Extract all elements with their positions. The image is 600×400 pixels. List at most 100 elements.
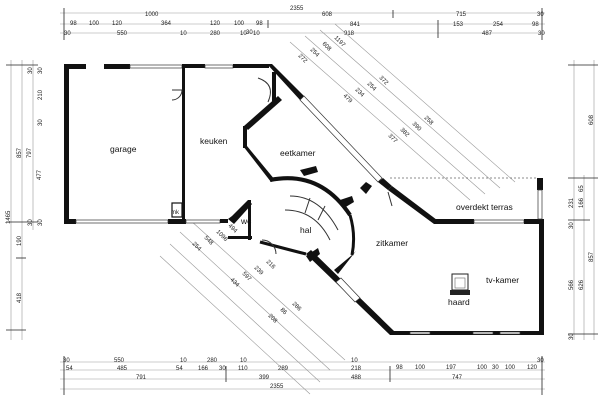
diagonal-dimension-label: 597 bbox=[241, 271, 253, 283]
diagonal-dimension-label: 286 bbox=[291, 301, 303, 313]
dim-left-477: 477 bbox=[37, 169, 43, 180]
dim-top-98c: 98 bbox=[532, 22, 539, 28]
dim-bot-30b: 30 bbox=[537, 358, 544, 364]
diagonal-dimension-label: 254 bbox=[309, 47, 321, 59]
dim-bot-485: 485 bbox=[117, 366, 128, 372]
left-dimensions: 30 30 210 30 857 797 477 1465 30 30 190 … bbox=[6, 60, 44, 340]
dim-top-550: 550 bbox=[117, 31, 128, 37]
dim-top-10c: 10 bbox=[253, 31, 260, 37]
dim-bot-550: 550 bbox=[114, 358, 125, 364]
dim-right-30: 30 bbox=[569, 222, 575, 229]
diagonal-dimension-label: 258 bbox=[423, 115, 435, 127]
dim-top-280: 280 bbox=[210, 31, 221, 37]
dim-top-98b: 98 bbox=[256, 21, 263, 27]
dim-bot-10b: 10 bbox=[240, 358, 247, 364]
dim-left-857: 857 bbox=[17, 147, 23, 158]
dim-right-626: 626 bbox=[579, 279, 585, 290]
walls bbox=[64, 64, 544, 335]
dim-bot-110: 110 bbox=[238, 366, 248, 372]
diagonal-dimension-label: 86 bbox=[279, 307, 288, 316]
room-label-haard: haard bbox=[448, 297, 470, 307]
dim-top-487: 487 bbox=[482, 31, 493, 37]
dim-top-364: 364 bbox=[161, 21, 172, 27]
dim-bot-30c: 30 bbox=[219, 366, 226, 372]
dim-left-30d: 30 bbox=[28, 219, 34, 226]
dim-top-10b: 10 bbox=[240, 31, 247, 37]
dim-top-10: 10 bbox=[180, 31, 187, 37]
dim-top-30b: 30 bbox=[246, 30, 253, 36]
diagonal-dimension-label: 208 bbox=[267, 313, 279, 325]
room-label-garage: garage bbox=[110, 144, 137, 154]
dim-top-100b: 100 bbox=[234, 21, 245, 27]
room-labels: garage keuken eetkamer wc hal zitkamer o… bbox=[110, 136, 519, 307]
diagonal-dimension-label: 239 bbox=[253, 265, 265, 277]
dim-top-918: 918 bbox=[344, 31, 355, 37]
dim-bot-166: 166 bbox=[198, 366, 209, 372]
diagonal-dimension-label: 608 bbox=[321, 41, 333, 53]
dim-left-30: 30 bbox=[28, 67, 34, 74]
dim-bot-747: 747 bbox=[452, 375, 463, 381]
dim-bot-488: 488 bbox=[351, 375, 362, 381]
dim-top-715: 715 bbox=[456, 12, 467, 18]
dim-top-120: 120 bbox=[112, 21, 123, 27]
room-label-tv-kamer: tv-kamer bbox=[486, 275, 519, 285]
diagonal-dimension-label: 434 bbox=[229, 277, 241, 289]
dim-top-30a: 30 bbox=[537, 12, 544, 18]
dim-right-608: 608 bbox=[589, 114, 595, 125]
meter-cupboard bbox=[171, 202, 183, 218]
bottom-dimensions: 30 550 10 280 10 10 30 54 485 54 166 30 … bbox=[60, 356, 545, 395]
dim-top-30: 30 bbox=[64, 31, 71, 37]
diagonal-dimension-label: 377 bbox=[387, 133, 399, 145]
room-label-zitkamer: zitkamer bbox=[376, 238, 408, 248]
dim-bot-289: 289 bbox=[278, 366, 289, 372]
dim-right-566: 566 bbox=[569, 279, 575, 290]
dim-bot-98: 98 bbox=[396, 365, 403, 371]
dim-bot-197: 197 bbox=[446, 365, 457, 371]
diagonal-dimension-label: 479 bbox=[342, 93, 354, 105]
dim-left-30c: 30 bbox=[38, 119, 44, 126]
meter-cupboard-label: mk bbox=[171, 210, 180, 216]
diagonal-dimension-label: 494 bbox=[227, 223, 239, 235]
dim-bot-10: 10 bbox=[180, 358, 187, 364]
dim-right-30b: 30 bbox=[569, 333, 575, 340]
dim-bot-54: 54 bbox=[66, 366, 73, 372]
dim-top-254: 254 bbox=[493, 22, 504, 28]
dim-top-120b: 120 bbox=[210, 21, 221, 27]
dim-bot-791: 791 bbox=[136, 375, 147, 381]
dim-bot-218: 218 bbox=[351, 366, 362, 372]
dim-left-210: 210 bbox=[38, 89, 44, 100]
diagonal-dimension-label: 390 bbox=[411, 121, 423, 133]
dim-right-857: 857 bbox=[589, 251, 595, 262]
dim-right-65: 65 bbox=[579, 185, 585, 192]
dim-left-30b: 30 bbox=[38, 67, 44, 74]
dim-left-418: 418 bbox=[17, 292, 23, 303]
dim-bot-54b: 54 bbox=[176, 366, 183, 372]
diagonal-dimension-label: 382 bbox=[399, 127, 411, 139]
dim-bot-2355: 2355 bbox=[270, 384, 284, 390]
dim-top-608: 608 bbox=[322, 12, 333, 18]
room-label-keuken: keuken bbox=[200, 136, 228, 146]
dim-right-166: 166 bbox=[579, 197, 585, 208]
dim-top-153: 153 bbox=[453, 22, 464, 28]
dim-bot-10c: 10 bbox=[351, 358, 358, 364]
diagonal-dimension-label: 234 bbox=[354, 87, 366, 99]
diagonal-dimension-label: 548 bbox=[203, 235, 215, 247]
dim-bot-100: 100 bbox=[415, 365, 426, 371]
fireplace-icon bbox=[450, 273, 470, 295]
diagonal-dimension-label: 1098 bbox=[215, 229, 229, 243]
dim-left-1465: 1465 bbox=[6, 210, 12, 224]
dim-bot-100c: 100 bbox=[505, 365, 516, 371]
dim-top-100: 100 bbox=[89, 21, 100, 27]
dim-top-2355: 2355 bbox=[290, 6, 304, 12]
dim-bot-399: 399 bbox=[259, 375, 270, 381]
dim-bot-280: 280 bbox=[207, 358, 218, 364]
dim-bot-120: 120 bbox=[527, 365, 538, 371]
diagonal-dimension-label: 272 bbox=[297, 53, 309, 65]
dim-left-797: 797 bbox=[27, 147, 33, 158]
room-label-overdekt-terras: overdekt terras bbox=[456, 202, 513, 212]
top-dimensions: 1000 2355 608 715 30 98 100 120 364 120 … bbox=[60, 6, 545, 40]
dim-top-1000: 1000 bbox=[145, 12, 159, 18]
